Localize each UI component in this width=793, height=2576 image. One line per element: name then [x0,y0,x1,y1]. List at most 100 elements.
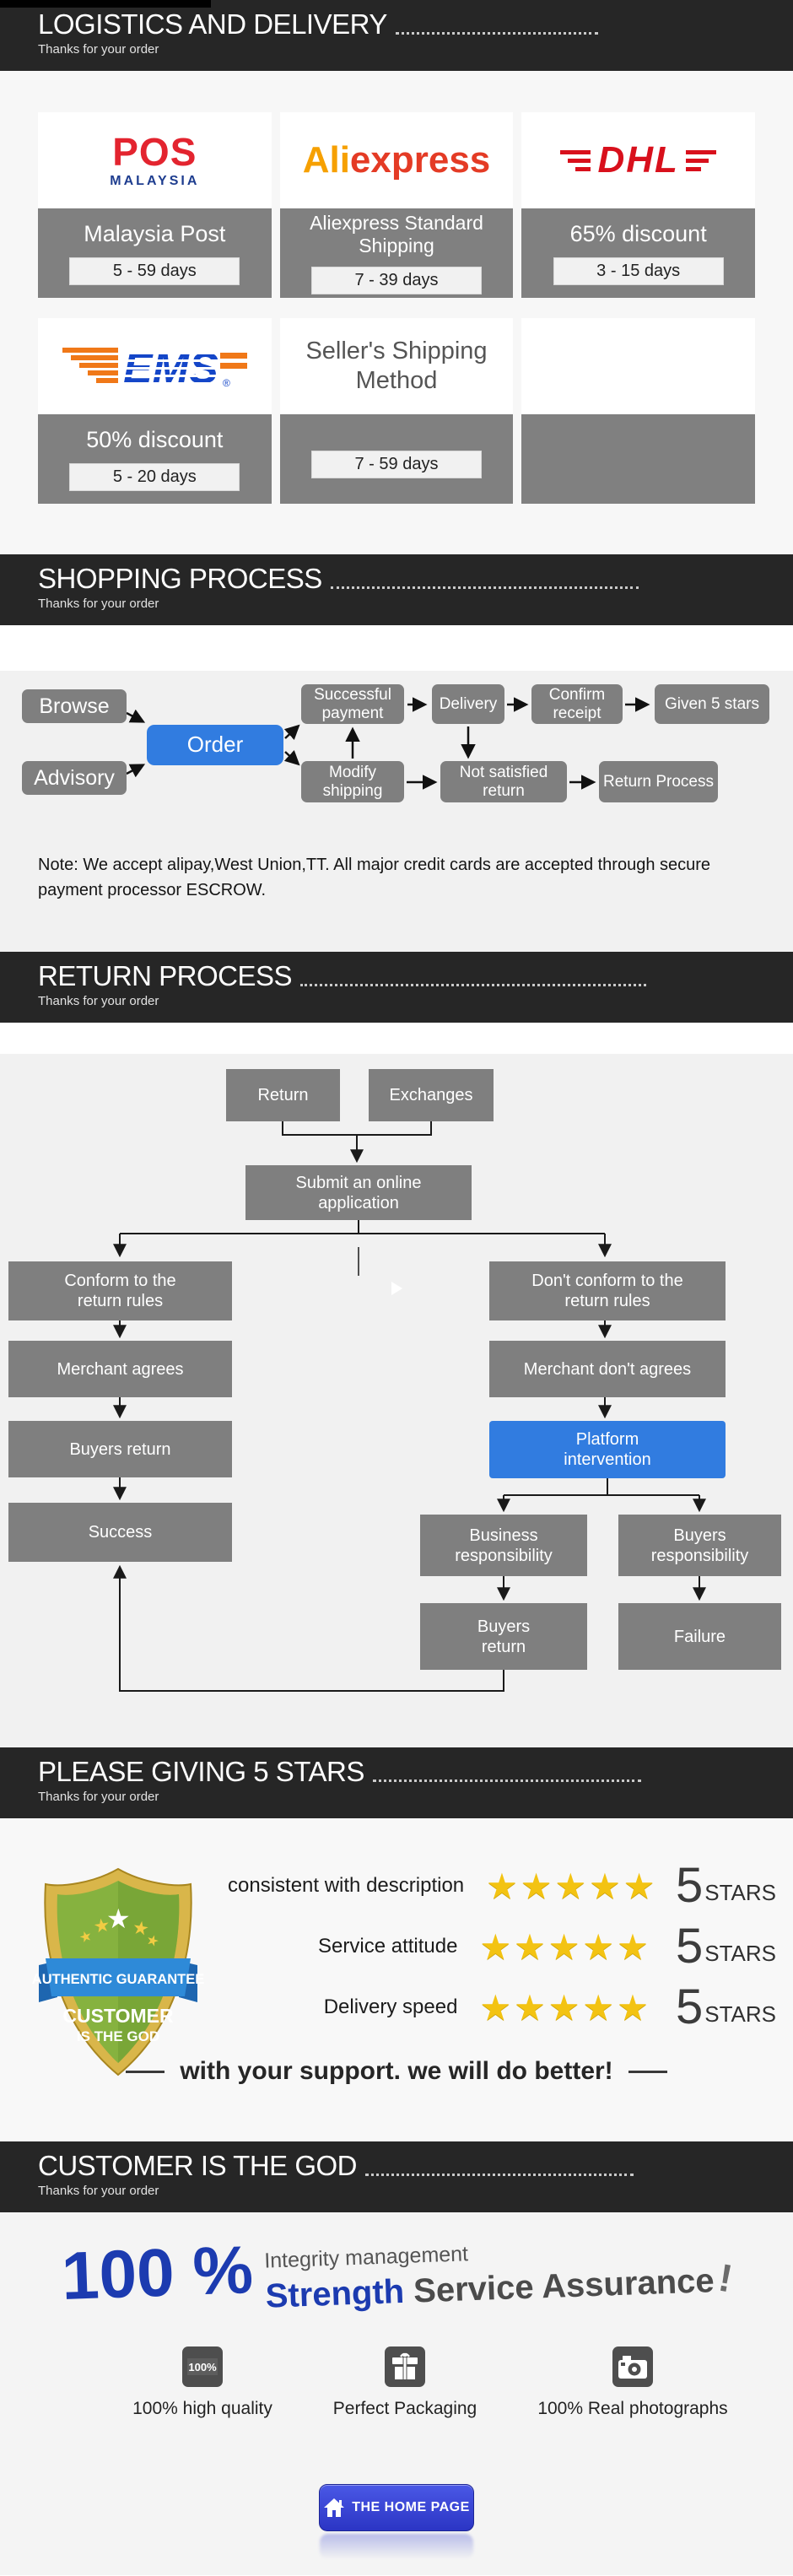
crown-star-icon: ★ [77,1927,94,1947]
home-icon [324,2498,345,2517]
flow-node-business-responsibility: Business responsibility [420,1515,587,1576]
pos-logo-text: POS [112,129,197,174]
rating-rows: consistent with description ★★★★★ 5 STAR… [228,1855,776,2038]
rating-label: consistent with description [228,1874,465,1897]
shopping-process-section: Browse Advisory Order Successful payment… [0,671,793,952]
decorative-line [126,2070,165,2073]
flow-node-buyers-return: Buyers return [8,1421,232,1477]
shipping-info-cell: Aliexpress Standard Shipping 7 - 39 days [279,208,514,298]
days-badge: 5 - 20 days [69,463,240,491]
shipping-column-dhl: DHL 65% discount 3 - 15 days [521,112,755,298]
rating-row: consistent with description ★★★★★ 5 STAR… [228,1855,776,1916]
registered-mark: ® [223,377,230,389]
shipping-info-cell: 65% discount 3 - 15 days [521,208,755,298]
badge-100-text: 100% [188,2361,217,2373]
crown-star-icon: ★ [106,1904,131,1934]
flow-node-merchant-dont-agrees: Merchant don't agrees [489,1341,726,1397]
top-strip [0,0,211,8]
flow-node-return-process: Return Process [599,761,718,802]
section-header-customer: CUSTOMER IS THE GOD Thanks for your orde… [0,2141,793,2212]
pos-chevron-icon [391,1281,403,1295]
flow-node-buyers-return-2: Buyers return [420,1603,587,1670]
section-title: PLEASE GIVING 5 STARS [38,1756,364,1787]
shipping-column-ems: EMS ® 50% discount 5 - 20 days [38,318,272,504]
ali-logo-text: Ali [302,139,350,181]
crown-star-icon: ★ [131,1916,150,1940]
five-stars-section: ★ ★ ★ ★ ★ AUTHENTIC GUARANTEE CUSTOMER I… [0,1818,793,2141]
section-subtitle: Thanks for your order [38,994,159,1008]
badge-100-icon: 100% [182,2346,223,2387]
home-page-button[interactable]: THE HOME PAGE [319,2484,474,2531]
shipping-column-malaysia-post: POS MALAYSIA Malaysia Post 5 - 59 days [38,112,403,1295]
button-reflection [320,2534,473,2559]
rating-score: 5 [675,1979,704,2034]
authentic-guarantee-badge: ★ ★ ★ ★ ★ AUTHENTIC GUARANTEE CUSTOMER I… [32,1867,204,2076]
rating-unit: STARS [704,2001,776,2027]
feature-label: 100% Real photographs [537,2399,728,2418]
carrier-logo-cell: EMS ® [38,318,272,414]
carrier-logo-cell: POS MALAYSIA [38,112,403,1295]
seller-shipping-method-text: Seller's Shipping Method [305,338,488,394]
shipping-column-aliexpress: Aliexpress Aliexpress Standard Shipping … [279,112,514,298]
camera-icon [612,2346,653,2387]
flow-node-merchant-agrees: Merchant agrees [8,1341,232,1397]
return-flowchart: Return Exchanges Submit an online applic… [0,1054,793,1729]
strength-text: Strength [264,2272,405,2315]
five-stars-icon: ★★★★★ [479,1926,651,1967]
rating-label: Service attitude [318,1935,458,1958]
feature-label: Perfect Packaging [332,2399,477,2418]
ems-logo-text: EMS [123,344,218,393]
decorative-line [628,2070,667,2073]
rating-row: Service attitude ★★★★★ 5 STARS [228,1916,776,1977]
shipping-column-seller-method: Seller's Shipping Method 7 - 59 days [279,318,514,504]
crown-star-icon: ★ [144,1931,161,1951]
section-subtitle: Thanks for your order [38,597,159,611]
shipping-name: 65% discount [569,221,707,246]
section-subtitle: Thanks for your order [38,1790,159,1804]
shipping-column-empty [521,318,755,504]
logistics-section: POS MALAYSIA Malaysia Post 5 - 59 days A… [0,71,793,1295]
dotted-line [300,984,647,986]
five-stars-icon: ★★★★★ [486,1866,658,1906]
shipping-name: Aliexpress Standard Shipping [310,212,483,257]
section-title: RETURN PROCESS [38,960,293,991]
rating-unit: STARS [704,1940,776,1966]
flow-node-return: Return [226,1069,340,1121]
shipping-table-row2: EMS ® 50% discount 5 - 20 days Seller's … [38,318,755,504]
section-title: CUSTOMER IS THE GOD [38,2150,358,2181]
dotted-line [330,586,639,589]
customer-section: 100 % Integrity management Strength Serv… [0,2212,793,2575]
rating-score: 5 [675,1919,704,1974]
shipping-info-cell: 7 - 59 days [279,414,514,504]
flow-node-order: Order [147,725,283,765]
section-subtitle: Thanks for your order [38,2184,159,2198]
badge-god-text: IS THE GOD [77,2028,159,2044]
crown-star-icon: ★ [92,1914,111,1937]
dotted-line [372,1779,641,1782]
flow-node-conform-rules: Conform to the return rules [8,1261,232,1320]
flow-node-not-satisfied-return: Not satisfied return [440,761,567,802]
flow-arrows [126,697,650,790]
dhl-logo: DHL [560,139,716,181]
home-button-label: THE HOME PAGE [352,2500,470,2514]
flow-arrows [113,1121,706,1692]
dhl-logo-text: DHL [597,139,679,181]
carrier-logo-cell: Seller's Shipping Method [279,318,514,414]
support-text: with your support. we will do better! [180,2057,613,2085]
shipping-info-cell: Malaysia Post 5 - 59 days [38,208,272,298]
return-process-section: Return Exchanges Submit an online applic… [0,1054,793,1747]
section-header-return: RETURN PROCESS Thanks for your order [0,952,793,1023]
days-badge: 3 - 15 days [553,257,724,285]
rating-unit: STARS [704,1879,776,1905]
payment-note: Note: We accept alipay,West Union,TT. Al… [38,856,711,899]
rating-label: Delivery speed [323,1995,458,2018]
section-header-stars: PLEASE GIVING 5 STARS Thanks for your or… [0,1747,793,1818]
dotted-line [395,32,598,35]
feature-real-photographs: 100% Real photographs [489,2346,776,2419]
shipping-table-row1: POS MALAYSIA Malaysia Post 5 - 59 days A… [38,112,755,1295]
dhl-stripes-icon [685,149,716,171]
badge-ribbon-text: AUTHENTIC GUARANTEE [32,1972,204,1987]
carrier-logo-cell: Aliexpress [279,112,514,208]
flow-node-success: Success [8,1503,232,1562]
days-badge: 7 - 59 days [310,450,482,478]
